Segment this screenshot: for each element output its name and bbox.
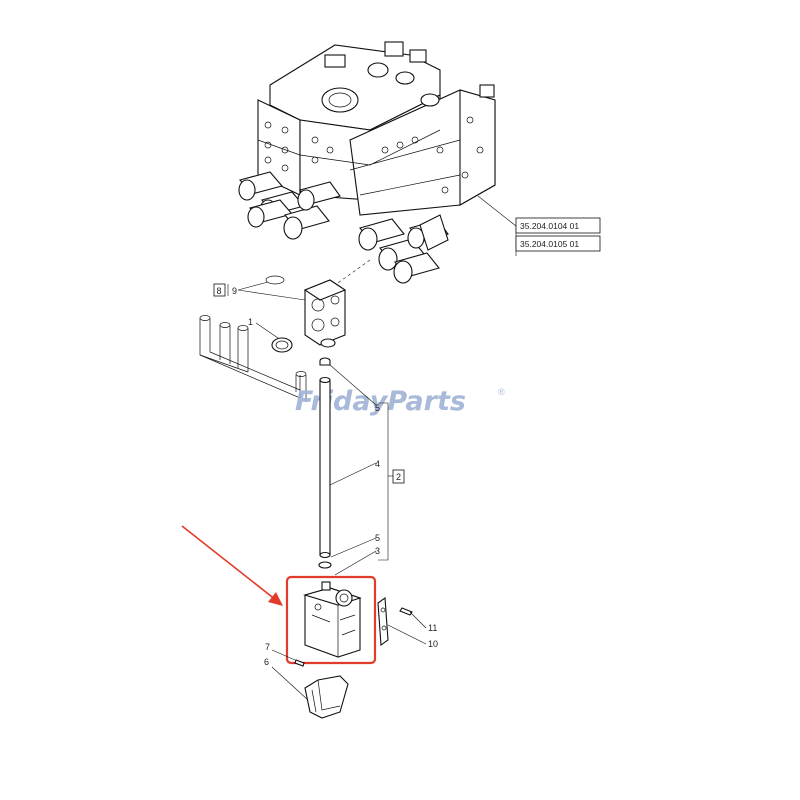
callout-5-top[interactable]: 5 bbox=[375, 403, 380, 413]
reference-text-1: 35.204.0104 01 bbox=[520, 221, 579, 231]
solenoid-valve[interactable] bbox=[303, 581, 362, 658]
callout-2[interactable]: 2 bbox=[396, 472, 401, 482]
highlight-box bbox=[285, 575, 377, 665]
callout-4[interactable]: 4 bbox=[375, 459, 380, 469]
callout-11[interactable]: 11 bbox=[428, 623, 437, 633]
callout-3[interactable]: 3 bbox=[375, 546, 380, 556]
o-ring-9 bbox=[265, 275, 285, 285]
reference-box-2[interactable]: 35.204.0105 01 bbox=[515, 235, 601, 252]
screw bbox=[399, 607, 413, 616]
callout-10[interactable]: 10 bbox=[428, 639, 438, 649]
clip-shield bbox=[304, 675, 349, 719]
registered-mark: ® bbox=[498, 387, 505, 397]
callout-8[interactable]: 8 bbox=[217, 286, 222, 296]
callout-1[interactable]: 1 bbox=[248, 317, 253, 327]
mounting-bracket bbox=[377, 596, 389, 647]
callout-7[interactable]: 7 bbox=[265, 642, 270, 652]
adapter-block bbox=[303, 279, 347, 348]
callout-6[interactable]: 6 bbox=[264, 657, 269, 667]
o-ring-1 bbox=[271, 337, 293, 353]
arrow-icon bbox=[181, 525, 283, 606]
tube bbox=[318, 357, 332, 569]
control-valve-assembly bbox=[238, 41, 496, 284]
tube-manifold bbox=[199, 315, 307, 402]
callout-5-bottom[interactable]: 5 bbox=[375, 533, 380, 543]
reference-box-1[interactable]: 35.204.0104 01 bbox=[515, 217, 601, 234]
callout-9[interactable]: 9 bbox=[232, 286, 237, 296]
reference-text-2: 35.204.0105 01 bbox=[520, 239, 579, 249]
clip-screw bbox=[294, 659, 305, 667]
